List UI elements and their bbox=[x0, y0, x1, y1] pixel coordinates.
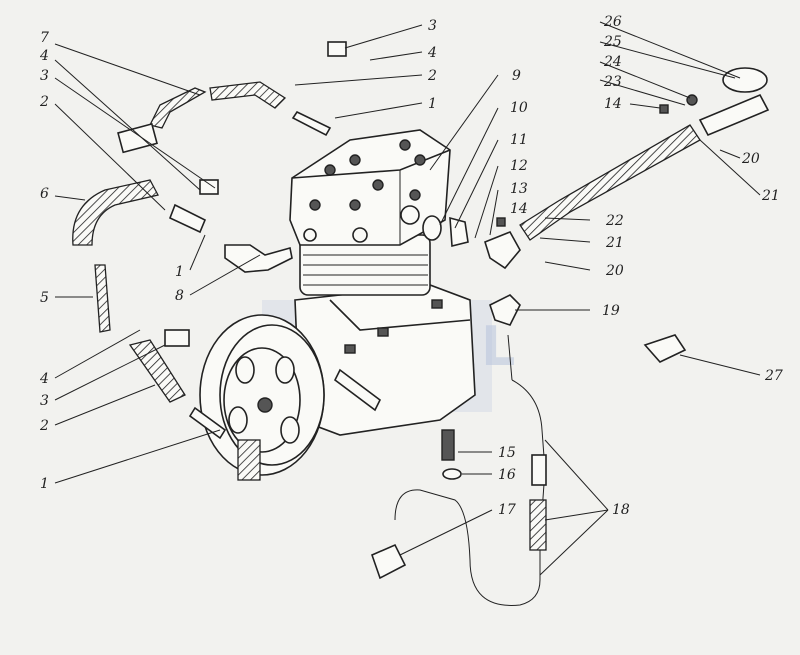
callout-24: 24 bbox=[603, 54, 622, 70]
callout-23: 23 bbox=[603, 74, 622, 90]
callout-26: 26 bbox=[603, 14, 622, 30]
callout-17: 17 bbox=[498, 502, 516, 518]
callout-21: 21 bbox=[761, 188, 780, 204]
leader-lines bbox=[54, 21, 761, 576]
callout-3: 3 bbox=[40, 393, 49, 409]
callout-2: 2 bbox=[39, 94, 49, 110]
callout-1: 1 bbox=[428, 96, 437, 112]
callout-2: 2 bbox=[427, 68, 437, 84]
callout-4: 4 bbox=[39, 371, 49, 387]
callout-1: 1 bbox=[40, 476, 49, 492]
callout-21: 21 bbox=[605, 235, 624, 251]
callout-10: 10 bbox=[510, 100, 528, 116]
pulley bbox=[199, 314, 325, 481]
callout-3: 3 bbox=[40, 68, 49, 84]
callout-15: 15 bbox=[498, 445, 516, 461]
callout-5: 5 bbox=[40, 290, 49, 306]
callout-4: 4 bbox=[427, 45, 437, 61]
callout-labels: 3 4 2 1 7 4 3 2 6 1 8 5 4 3 2 1 9 10 11 … bbox=[39, 14, 783, 518]
callout-14: 14 bbox=[510, 201, 528, 217]
hoses bbox=[72, 81, 701, 403]
callout-11: 11 bbox=[510, 132, 528, 148]
callout-8: 8 bbox=[175, 288, 184, 304]
callout-19: 19 bbox=[602, 303, 620, 319]
callout-4: 4 bbox=[39, 48, 49, 64]
callout-18: 18 bbox=[612, 502, 630, 518]
callout-20: 20 bbox=[741, 151, 760, 167]
callout-22: 22 bbox=[605, 213, 624, 229]
callout-20: 20 bbox=[605, 263, 624, 279]
fittings bbox=[117, 41, 770, 580]
pipes bbox=[394, 334, 547, 606]
callout-25: 25 bbox=[603, 34, 622, 50]
callout-16: 16 bbox=[498, 467, 516, 483]
compressor bbox=[289, 129, 476, 436]
callout-7: 7 bbox=[40, 30, 49, 46]
callout-14: 14 bbox=[604, 96, 622, 112]
callout-2: 2 bbox=[39, 418, 49, 434]
callout-3: 3 bbox=[428, 18, 437, 34]
callout-27: 27 bbox=[764, 368, 783, 384]
callout-6: 6 bbox=[40, 186, 49, 202]
callout-1: 1 bbox=[175, 264, 184, 280]
callout-12: 12 bbox=[510, 158, 528, 174]
callout-9: 9 bbox=[512, 68, 521, 84]
head-bolts bbox=[309, 139, 426, 211]
callout-13: 13 bbox=[510, 181, 528, 197]
